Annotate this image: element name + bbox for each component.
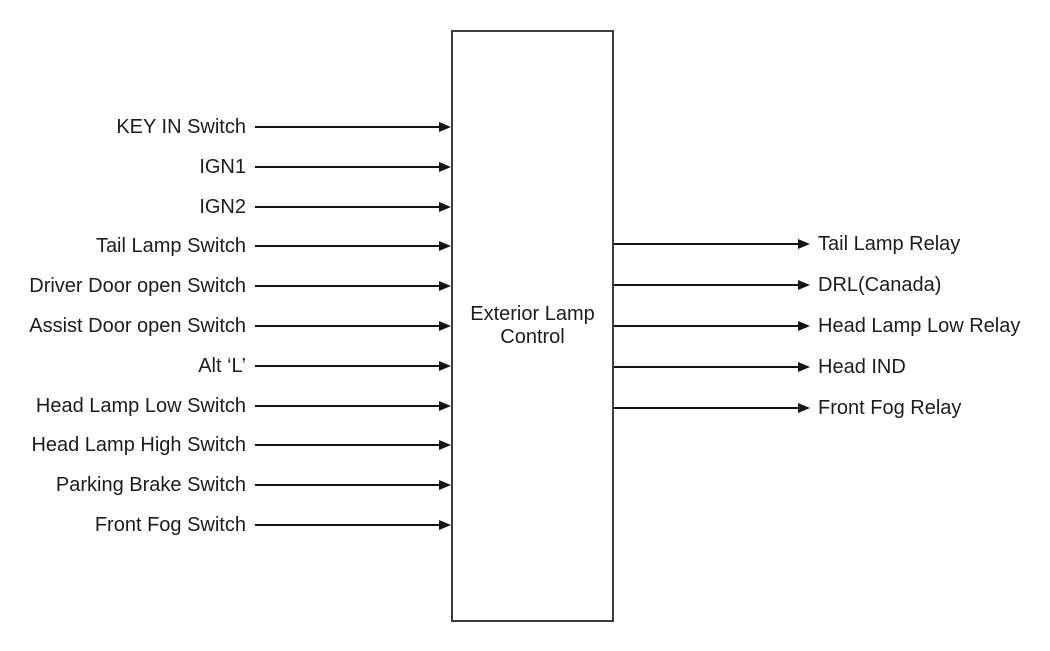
output-label: Head IND <box>818 356 906 378</box>
output-row-head-lamp-low-relay: Head Lamp Low Relay <box>614 312 1020 340</box>
arrow-connector <box>255 281 451 291</box>
input-row-front-fog-switch: Front Fog Switch <box>20 511 451 539</box>
arrow-line <box>255 365 439 367</box>
input-label: IGN1 <box>199 156 246 178</box>
block-title: Exterior Lamp Control <box>470 303 595 348</box>
output-label: Tail Lamp Relay <box>818 233 961 255</box>
arrow-line <box>255 285 439 287</box>
input-row-alt-l: Alt ‘L’ <box>20 352 451 380</box>
arrow-line <box>255 524 439 526</box>
arrow-head <box>439 520 451 530</box>
arrow-connector <box>255 241 451 251</box>
input-label: IGN2 <box>199 196 246 218</box>
exterior-lamp-control-block: Exterior Lamp Control <box>451 30 614 622</box>
arrow-line <box>255 166 439 168</box>
input-row-assist-door-open-switch: Assist Door open Switch <box>20 312 451 340</box>
arrow-head <box>439 162 451 172</box>
input-label: Alt ‘L’ <box>198 355 246 377</box>
arrow-head <box>439 401 451 411</box>
arrow-line <box>255 325 439 327</box>
arrow-line <box>614 325 798 327</box>
output-row-front-fog-relay: Front Fog Relay <box>614 394 961 422</box>
arrow-line <box>255 444 439 446</box>
input-row-tail-lamp-switch: Tail Lamp Switch <box>20 232 451 260</box>
arrow-connector <box>255 401 451 411</box>
input-label: KEY IN Switch <box>116 116 246 138</box>
input-row-driver-door-open-switch: Driver Door open Switch <box>20 272 451 300</box>
input-label: Tail Lamp Switch <box>95 235 246 257</box>
arrow-head <box>439 440 451 450</box>
arrow-head <box>798 403 810 413</box>
arrow-line <box>255 405 439 407</box>
arrow-connector <box>614 280 810 290</box>
arrow-connector <box>255 202 451 212</box>
output-label: Front Fog Relay <box>818 397 962 419</box>
arrow-head <box>439 361 451 371</box>
arrow-line <box>255 126 439 128</box>
arrow-line <box>255 206 439 208</box>
arrow-connector <box>255 361 451 371</box>
arrow-head <box>439 241 451 251</box>
input-row-ign1: IGN1 <box>20 153 451 181</box>
arrow-head <box>439 122 451 132</box>
arrow-line <box>614 243 798 245</box>
arrow-connector <box>614 321 810 331</box>
input-label: Front Fog Switch <box>94 514 246 536</box>
input-row-head-lamp-low-switch: Head Lamp Low Switch <box>20 392 451 420</box>
arrow-connector <box>614 403 810 413</box>
arrow-head <box>439 480 451 490</box>
input-row-parking-brake-switch: Parking Brake Switch <box>20 471 451 499</box>
output-label: Head Lamp Low Relay <box>818 315 1021 337</box>
arrow-line <box>614 366 798 368</box>
arrow-line <box>255 484 439 486</box>
input-label: Head Lamp High Switch <box>31 434 246 456</box>
input-label: Driver Door open Switch <box>29 275 246 297</box>
arrow-head <box>798 362 810 372</box>
output-label: DRL(Canada) <box>818 274 942 296</box>
input-row-key-in-switch: KEY IN Switch <box>20 113 451 141</box>
input-row-head-lamp-high-switch: Head Lamp High Switch <box>20 431 451 459</box>
arrow-connector <box>255 321 451 331</box>
output-row-tail-lamp-relay: Tail Lamp Relay <box>614 230 960 258</box>
arrow-head <box>439 281 451 291</box>
output-row-drl-canada: DRL(Canada) <box>614 271 941 299</box>
arrow-head <box>439 321 451 331</box>
arrow-head <box>798 239 810 249</box>
arrow-connector <box>255 520 451 530</box>
arrow-connector <box>255 122 451 132</box>
input-label: Parking Brake Switch <box>55 474 246 496</box>
arrow-connector <box>255 480 451 490</box>
arrow-connector <box>614 239 810 249</box>
arrow-line <box>255 245 439 247</box>
arrow-connector <box>255 162 451 172</box>
arrow-head <box>439 202 451 212</box>
arrow-head <box>798 280 810 290</box>
arrow-line <box>614 284 798 286</box>
arrow-line <box>614 407 798 409</box>
input-label: Assist Door open Switch <box>29 315 246 337</box>
output-row-head-ind: Head IND <box>614 353 906 381</box>
arrow-head <box>798 321 810 331</box>
arrow-connector <box>255 440 451 450</box>
input-row-ign2: IGN2 <box>20 193 451 221</box>
arrow-connector <box>614 362 810 372</box>
input-label: Head Lamp Low Switch <box>35 395 246 417</box>
